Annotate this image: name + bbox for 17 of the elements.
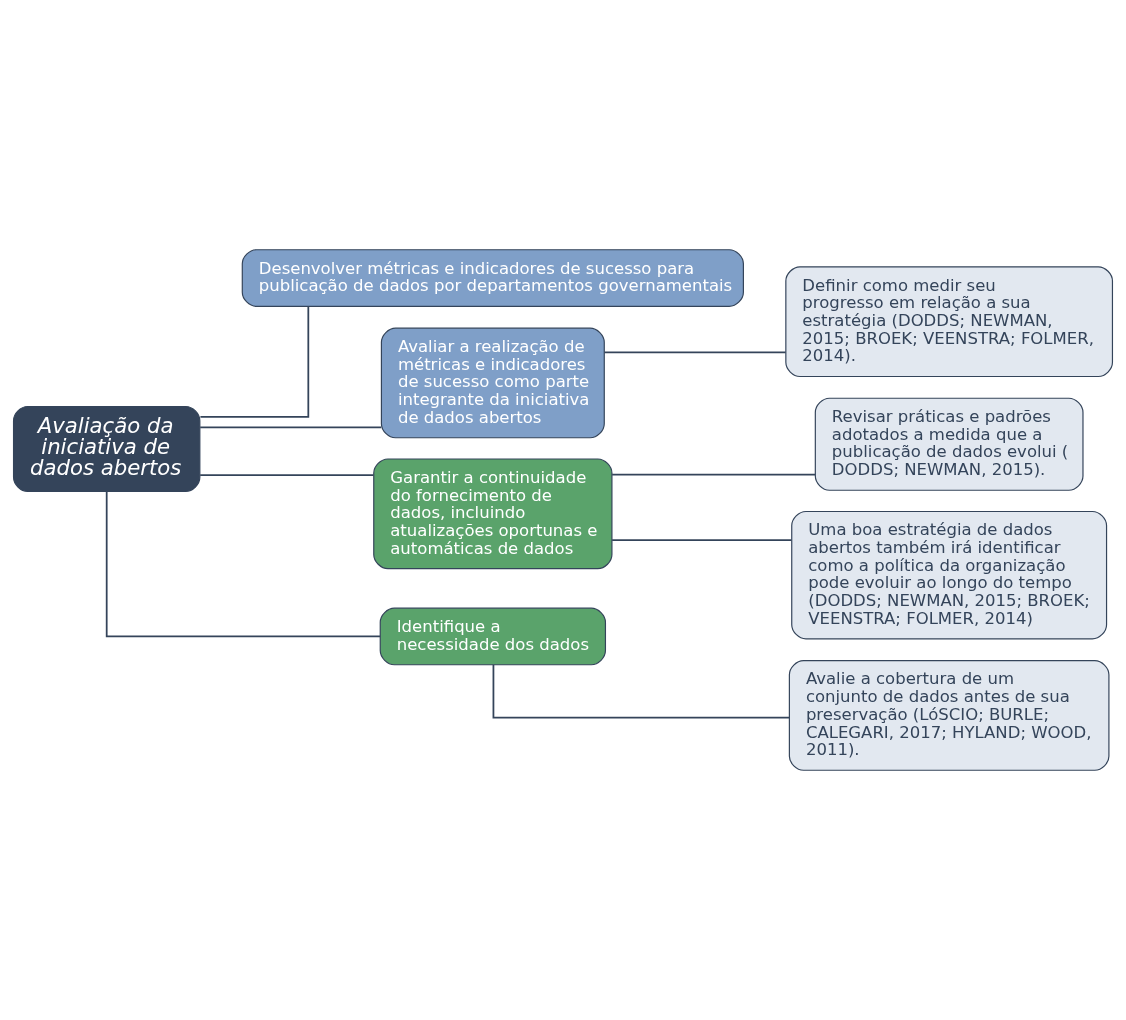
connector bbox=[199, 305, 310, 418]
connector bbox=[492, 663, 790, 719]
connector bbox=[105, 490, 381, 638]
node-box: Desenvolver métricas e indicadores de sucesso para publicação de dados por departamentos governamentais bbox=[241, 249, 744, 307]
node-box: Identifique a necessidade dos dados bbox=[379, 607, 607, 666]
connector bbox=[611, 473, 817, 476]
node-box: Definir como medir seu progresso em relação a sua estratégia (DODDS; NEWMAN, 2015; BROEK; VEENSTRA; FOLMER, 2014). bbox=[785, 266, 1114, 378]
node-box: Uma boa estratégia de dados abertos também irá identificar como a política da organização pode evoluir ao longo do tempo (DODDS; NEWMAN, 2015; BROEK; VEENSTRA; FOLMER, 2014) bbox=[791, 510, 1108, 640]
connector bbox=[611, 539, 793, 541]
node-box: Garantir a continuidade do fornecimento de dados, incluindo atualizações oportunas e automáticas de dados bbox=[373, 458, 613, 570]
connector bbox=[603, 351, 787, 354]
node-box: Revisar práticas e padrões adotados a medida que a publicação de dados evolui ( DODDS; NEWMAN, 2015). bbox=[814, 397, 1084, 491]
node-box: Avaliação da iniciativa de dados abertos bbox=[12, 405, 201, 492]
node-box: Avalie a cobertura de um conjunto de dados antes de sua preservação (LóSCIO; BURLE; CALEGARI, 2017; HYLAND; WOOD, 2011). bbox=[788, 660, 1110, 771]
connector bbox=[199, 474, 375, 477]
connector bbox=[199, 426, 383, 429]
node-box: Avaliar a realização de métricas e indicadores de sucesso como parte integrante da iniciativa de dados abertos bbox=[380, 327, 605, 439]
